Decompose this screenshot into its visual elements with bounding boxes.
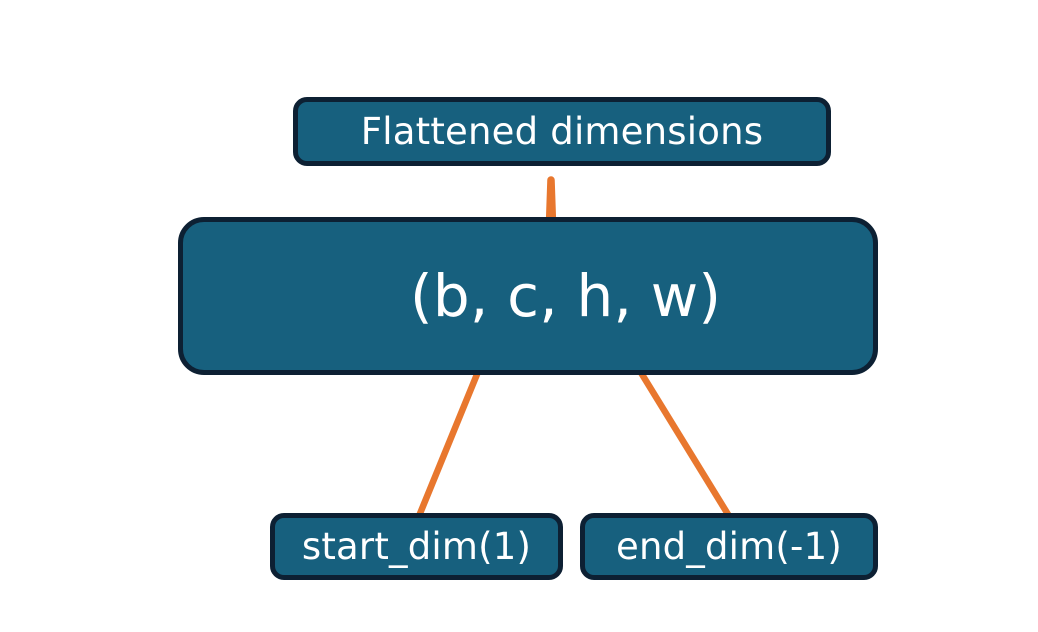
node-tensor-shape[interactable]: (b, c, h, w) xyxy=(178,217,878,375)
node-start-dim[interactable]: start_dim(1) xyxy=(270,513,563,580)
node-flattened-dimensions-label: Flattened dimensions xyxy=(360,110,764,153)
node-flattened-dimensions[interactable]: Flattened dimensions xyxy=(293,97,831,166)
node-end-dim-label: end_dim(-1) xyxy=(616,525,842,568)
node-end-dim[interactable]: end_dim(-1) xyxy=(580,513,878,580)
node-tensor-shape-label: (b, c, h, w) xyxy=(410,262,722,330)
node-start-dim-label: start_dim(1) xyxy=(301,525,532,568)
